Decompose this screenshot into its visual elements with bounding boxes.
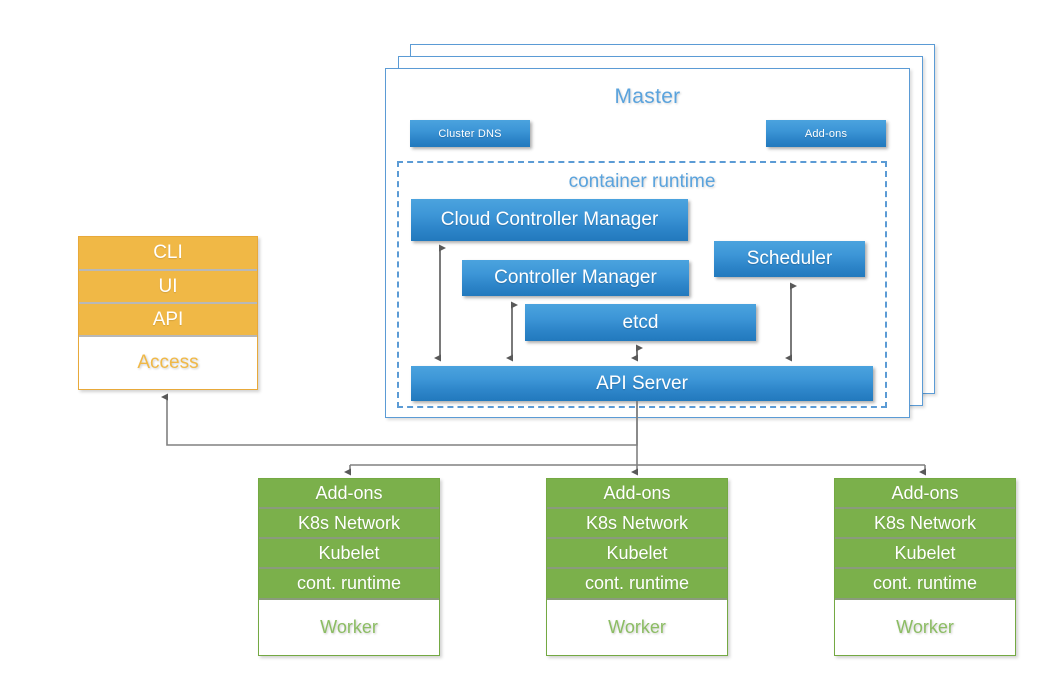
worker-row-k8s-network[interactable]: K8s Network (547, 509, 727, 539)
access-footer-label: Access (79, 337, 257, 389)
worker-node-2: Add-ons K8s Network Kubelet cont. runtim… (546, 478, 728, 656)
worker-footer-label: Worker (835, 600, 1015, 655)
worker-row-kubelet[interactable]: Kubelet (259, 539, 439, 569)
access-stack: CLI UI API Access (78, 236, 258, 390)
worker-footer-label: Worker (259, 600, 439, 655)
access-row-cli[interactable]: CLI (79, 237, 257, 271)
worker-row-k8s-network[interactable]: K8s Network (835, 509, 1015, 539)
api-server-box[interactable]: API Server (411, 366, 873, 401)
cluster-dns-box[interactable]: Cluster DNS (410, 120, 530, 147)
cloud-controller-manager-box[interactable]: Cloud Controller Manager (411, 199, 688, 241)
worker-row-addons[interactable]: Add-ons (259, 479, 439, 509)
worker-row-kubelet[interactable]: Kubelet (835, 539, 1015, 569)
etcd-box[interactable]: etcd (525, 304, 756, 341)
controller-manager-box[interactable]: Controller Manager (462, 260, 689, 296)
worker-row-k8s-network[interactable]: K8s Network (259, 509, 439, 539)
master-title: Master (614, 85, 681, 108)
container-runtime-region: container runtime (397, 161, 887, 408)
worker-row-cont-runtime[interactable]: cont. runtime (547, 569, 727, 600)
worker-row-kubelet[interactable]: Kubelet (547, 539, 727, 569)
access-row-api[interactable]: API (79, 304, 257, 337)
worker-row-addons[interactable]: Add-ons (835, 479, 1015, 509)
worker-row-cont-runtime[interactable]: cont. runtime (259, 569, 439, 600)
worker-row-cont-runtime[interactable]: cont. runtime (835, 569, 1015, 600)
master-addons-box[interactable]: Add-ons (766, 120, 886, 147)
worker-row-addons[interactable]: Add-ons (547, 479, 727, 509)
worker-node-3: Add-ons K8s Network Kubelet cont. runtim… (834, 478, 1016, 656)
access-row-ui[interactable]: UI (79, 271, 257, 304)
container-runtime-title: container runtime (568, 171, 716, 192)
scheduler-box[interactable]: Scheduler (714, 241, 865, 277)
master-card-front: Master Cluster DNS Add-ons container run… (385, 68, 910, 418)
worker-footer-label: Worker (547, 600, 727, 655)
worker-node-1: Add-ons K8s Network Kubelet cont. runtim… (258, 478, 440, 656)
